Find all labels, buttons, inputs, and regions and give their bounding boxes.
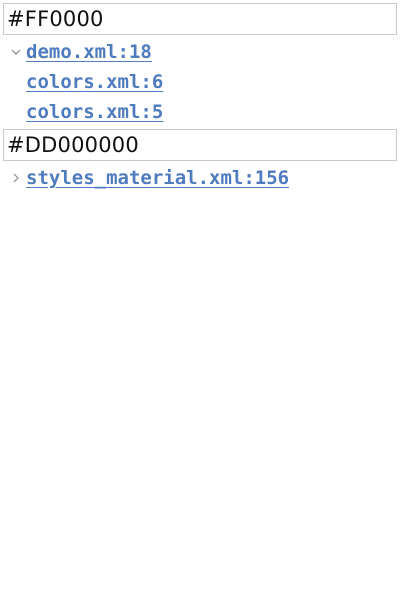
reference-row[interactable]: colors.xml:6 (0, 67, 400, 97)
reference-row[interactable]: demo.xml:18 (0, 37, 400, 67)
chevron-right-icon[interactable] (8, 163, 24, 193)
reference-link[interactable]: demo.xml:18 (26, 41, 152, 63)
reference-row[interactable]: styles_material.xml:156 (0, 163, 400, 193)
chevron-down-icon[interactable] (8, 37, 24, 67)
reference-group: demo.xml:18 colors.xml:6 colors.xml:5 (0, 37, 400, 127)
reference-link[interactable]: colors.xml:5 (26, 101, 164, 123)
reference-row[interactable]: colors.xml:5 (0, 97, 400, 127)
reference-link[interactable]: styles_material.xml:156 (26, 167, 290, 189)
value-field[interactable]: #DD000000 (3, 129, 397, 161)
reference-group: styles_material.xml:156 (0, 163, 400, 193)
value-field[interactable]: #FF0000 (3, 3, 397, 35)
reference-link[interactable]: colors.xml:6 (26, 71, 164, 93)
